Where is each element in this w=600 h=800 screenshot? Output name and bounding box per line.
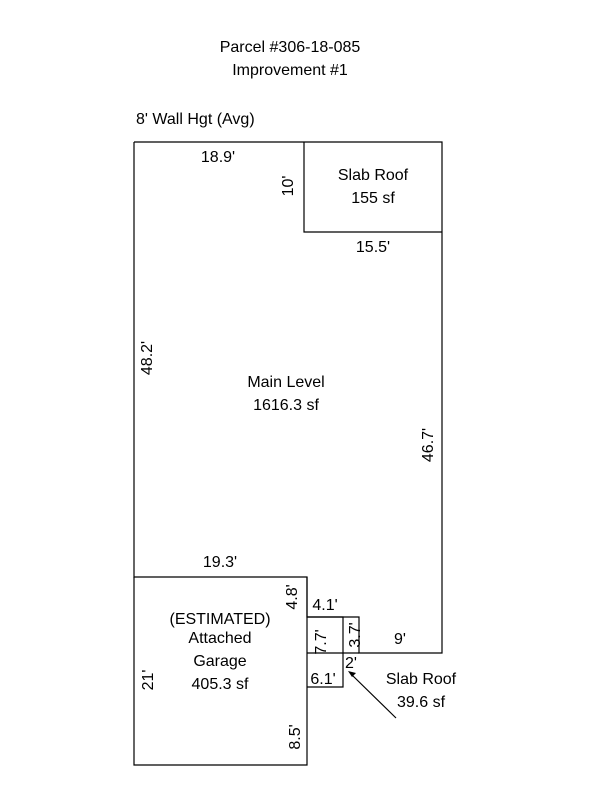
- slab-roof-small-size: 39.6 sf: [397, 694, 446, 711]
- dim-garage-top: 19.3': [203, 554, 237, 571]
- slab-roof-small-lower: [307, 652, 344, 688]
- improvement-number: Improvement #1: [232, 62, 348, 79]
- dim-step-c: 3.7': [347, 622, 364, 647]
- parcel-number: Parcel #306-18-085: [220, 39, 361, 56]
- dim-garage-left: 21': [140, 670, 157, 691]
- dim-step-b: 7.7': [313, 629, 330, 654]
- wall-height-label: 8' Wall Hgt (Avg): [136, 111, 255, 128]
- main-level-name: Main Level: [247, 374, 324, 391]
- slab-roof-top-name: Slab Roof: [338, 167, 409, 184]
- dim-slab-height: 10': [280, 176, 297, 197]
- slab-roof-top-size: 155 sf: [351, 190, 395, 207]
- leader-arrowhead: [348, 671, 356, 677]
- dim-top-main: 18.9': [201, 149, 235, 166]
- slab-roof-small-name: Slab Roof: [386, 671, 457, 688]
- dim-step-a: 4.1': [312, 597, 337, 614]
- slab-roof-top-outline: [303, 142, 442, 233]
- garage-name-line1: Attached: [188, 630, 251, 647]
- slab-roof-small-outline: [307, 616, 359, 654]
- dim-slab-bottom: 15.5': [356, 239, 390, 256]
- slab-roof-leader: [351, 674, 397, 719]
- dim-garage-right-upper: 4.8': [284, 584, 301, 609]
- main-level-outline: [133, 141, 443, 654]
- dim-left-main: 48.2': [139, 341, 156, 375]
- garage-size: 405.3 sf: [192, 676, 249, 693]
- dim-garage-right-lower: 8.5': [287, 724, 304, 749]
- dim-step-d: 9': [394, 631, 406, 648]
- garage-name-line2: Garage: [193, 653, 246, 670]
- main-level-size: 1616.3 sf: [253, 397, 319, 414]
- dim-step-f: 6.1': [310, 671, 335, 688]
- garage-outline: [133, 577, 308, 766]
- dim-right-main: 46.7': [420, 428, 437, 462]
- dim-step-e: 2': [345, 655, 357, 672]
- garage-estimated-note: (ESTIMATED): [169, 611, 270, 628]
